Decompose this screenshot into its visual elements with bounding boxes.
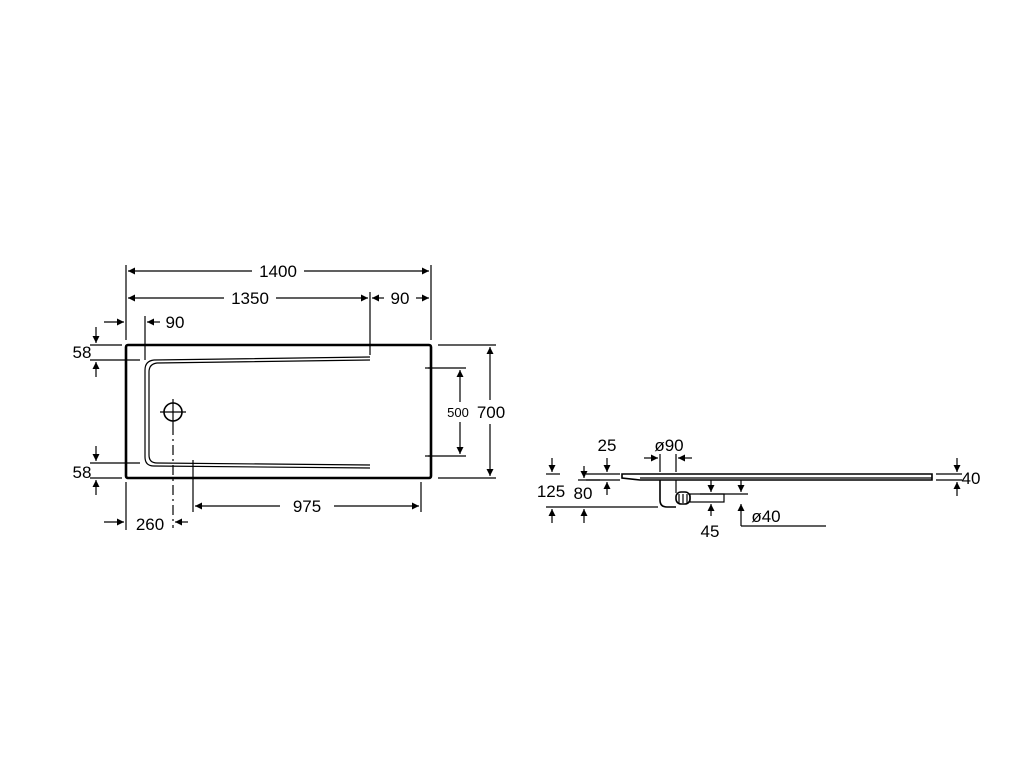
drain-symbol: [160, 399, 186, 425]
dim-left-offset: 90: [166, 313, 185, 332]
tray-profile: [621, 473, 933, 481]
side-view: 25 ø90 125 80 45 ø40 40: [537, 436, 981, 541]
dim-top-margin: 58: [73, 343, 92, 362]
dim-overall-length: 1400: [259, 262, 297, 281]
dim-drain-diameter: ø90: [654, 436, 683, 455]
dim-total-height: 125: [537, 482, 565, 501]
tray-inner-edge: [144, 356, 371, 469]
dim-bottom-margin: 58: [73, 463, 92, 482]
dim-inner-width: 500: [447, 405, 469, 420]
dim-right-offset: 90: [391, 289, 410, 308]
dim-overall-width: 700: [477, 403, 505, 422]
dim-bottom-length: 975: [293, 497, 321, 516]
dim-tray-thickness: 40: [962, 469, 981, 488]
plan-view: 1400 1350 90 90 58 58 700: [73, 262, 506, 534]
dim-drain-offset: 260: [136, 515, 164, 534]
dim-outlet-offset: 45: [701, 522, 720, 541]
tray-outline: [124, 343, 433, 480]
dim-inner-length: 1350: [231, 289, 269, 308]
dim-drain-height: 80: [574, 484, 593, 503]
dim-top-depth: 25: [598, 436, 617, 455]
tray-inner-edge-2: [148, 359, 371, 466]
dim-outlet-diameter: ø40: [751, 507, 780, 526]
